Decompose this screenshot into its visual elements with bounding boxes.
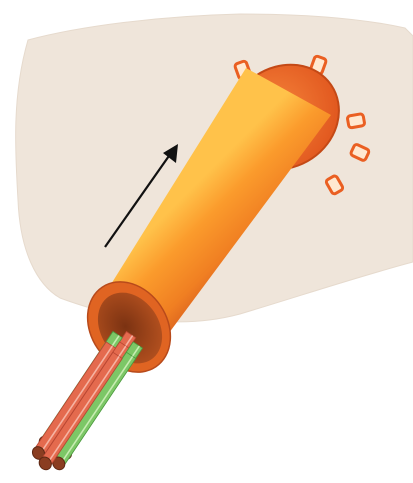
- flange-clip: [347, 114, 365, 129]
- fiber-bundle: [30, 331, 143, 472]
- fiber-highlight: [47, 356, 119, 464]
